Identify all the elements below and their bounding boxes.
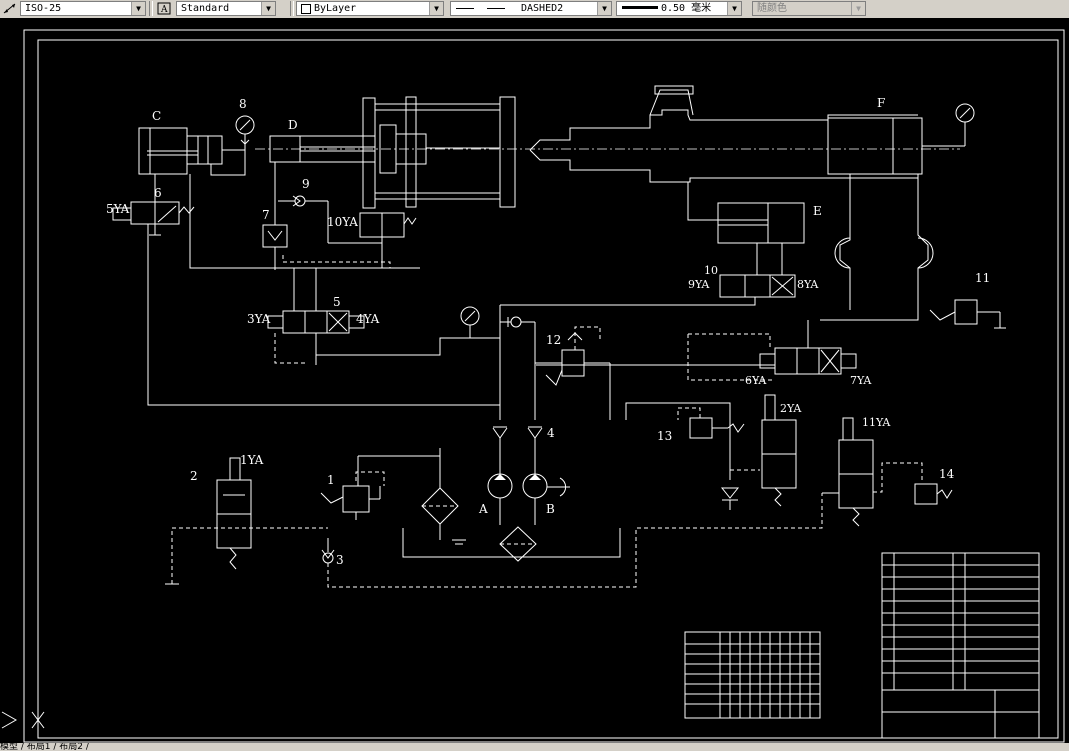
valve-7 [262,162,288,270]
dimstyle-select[interactable]: ISO-25 ▼ [20,1,146,16]
ucs-icon [1,711,45,729]
label-d: D [288,118,298,132]
injection-barrel [529,85,965,183]
hydraulic-schematic: C 8 D F [1,29,1065,743]
textstyle-value: Standard [181,3,230,14]
pressure-gauge-8 [235,115,255,150]
label-9: 9 [302,177,310,191]
label-2ya: 2YA [780,402,802,415]
check-valve-lower [720,487,740,510]
parts-list [881,552,1040,739]
chevron-down-icon[interactable]: ▼ [597,2,611,15]
tab-layout2[interactable]: 布局2 [59,743,84,751]
label-pump-b: B [546,502,555,516]
pump-check-valves [492,426,543,439]
lineweight-sample-icon [622,6,658,9]
chevron-down-icon[interactable]: ▼ [261,2,275,15]
tab-layout1[interactable]: 布局1 [26,743,51,751]
lineweight-select[interactable]: 0.50 毫米 ▼ [616,1,742,16]
label-6: 6 [154,186,162,200]
layout-tabs-bar: 模型 / 布局1 / 布局2 / [0,743,1069,751]
chevron-down-icon[interactable]: ▼ [429,2,443,15]
label-9ya: 9YA [688,278,710,291]
label-c: C [152,109,161,123]
valve-2 [216,457,252,570]
line-sample-icon [487,8,505,9]
linetype-value: DASHED2 [521,3,564,14]
label-pump-a: A [478,502,488,516]
valve-2ya [761,394,797,507]
pressure-gauge [460,306,480,338]
textstyle-select[interactable]: Standard ▼ [176,1,276,16]
oil-tank [402,528,621,558]
valve-11ya [822,417,874,527]
label-10: 10 [704,264,718,277]
cylinder-e [687,182,805,244]
linetype-select[interactable]: DASHED2 ▼ [450,1,612,16]
line-sample-icon [456,8,474,9]
tab-model[interactable]: 模型 [0,743,19,751]
relief-valve-11 [929,299,1006,329]
properties-toolbar: ISO-25 ▼ A Standard ▼ ByLayer ▼ DASHED2 … [0,0,1069,19]
cylinder-c [138,127,223,175]
color-swatch-icon [301,4,311,14]
check-valve-top [500,316,536,330]
chevron-down-icon[interactable]: ▼ [131,2,145,15]
inner-frame [37,39,1059,739]
label-3: 3 [336,553,344,567]
check-valve-9 [278,195,328,207]
label-7: 7 [262,208,270,222]
valve-6 [112,174,195,236]
filter-tank [499,526,537,562]
label-8: 8 [239,97,247,111]
label-13: 13 [657,429,672,443]
toolbar-separator [149,1,153,16]
label-11: 11 [975,271,990,285]
label-5: 5 [333,295,341,309]
label-8ya: 8YA [797,278,819,291]
outer-frame [23,29,1065,743]
valve-10 [719,243,796,298]
valve-5 [267,268,365,365]
label-4ya: 4YA [356,312,380,326]
toolbar-separator [290,1,294,16]
label-14: 14 [939,467,955,481]
label-f: F [877,96,885,110]
label-1: 1 [327,473,335,487]
label-12: 12 [546,333,561,347]
valve-10ya [327,201,417,268]
textstyle-icon[interactable]: A [156,1,172,16]
svg-text:A: A [160,5,168,15]
label-11ya: 11YA [862,416,891,429]
relief-valve-13 [625,402,745,480]
dimstyle-value: ISO-25 [25,3,62,14]
lineweight-value: 0.50 毫米 [661,3,712,14]
plotstyle-select[interactable]: 随颜色 ▼ [752,1,866,16]
color-value: ByLayer [314,3,357,14]
chevron-down-icon: ▼ [851,2,865,15]
drawing-canvas[interactable]: C 8 D F [0,18,1069,743]
filter [421,448,459,540]
check-valve-3 [321,538,335,564]
chevron-down-icon[interactable]: ▼ [727,2,741,15]
platen-frame [362,96,516,209]
label-3ya: 3YA [247,312,271,326]
relief-valve-14 [914,483,953,505]
pressure-gauge-f [955,103,975,146]
sequence-table [684,631,821,719]
valve-6ya-7ya [759,320,857,375]
pump-a [487,438,513,525]
label-10ya: 10YA [327,215,358,229]
pump-b [522,438,570,525]
label-7ya: 7YA [850,374,872,387]
label-4: 4 [547,426,555,440]
label-2: 2 [190,469,198,483]
plotstyle-value: 随颜色 [757,3,787,14]
relief-valve-1 [320,448,441,520]
color-select[interactable]: ByLayer ▼ [296,1,444,16]
label-e: E [813,204,822,218]
dimstyle-icon[interactable] [2,1,18,16]
label-5ya: 5YA [106,202,130,216]
label-1ya: 1YA [240,453,264,467]
